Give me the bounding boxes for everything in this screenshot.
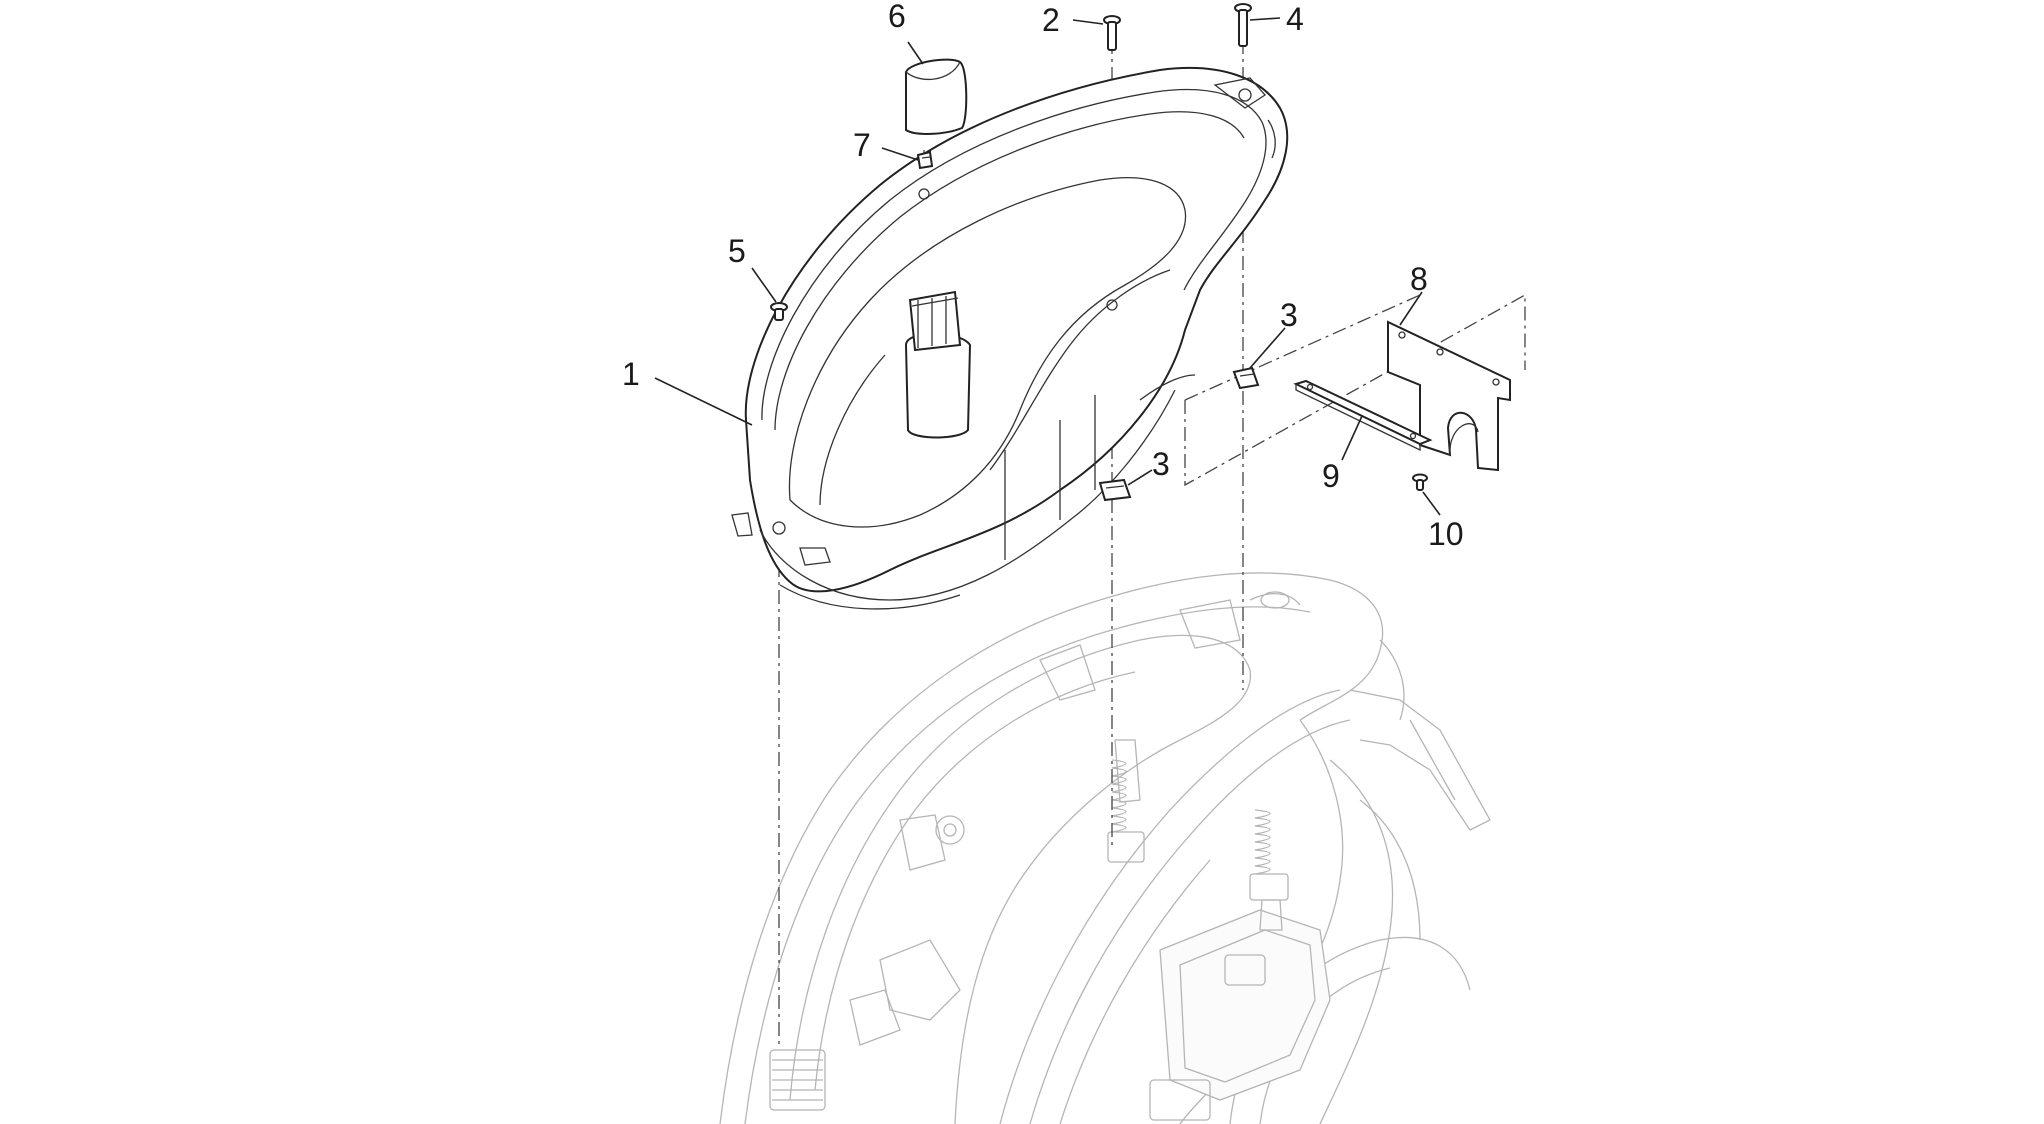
part-3-nut-upper	[1232, 366, 1260, 390]
callout-2: 2	[1042, 2, 1060, 38]
part-7-clip	[916, 150, 934, 170]
part-2-screw	[1103, 15, 1121, 51]
part-6-cap	[905, 58, 968, 135]
callout-8: 8	[1410, 261, 1428, 297]
front-grille	[769, 1049, 826, 1111]
part-3-nut-lower	[1098, 478, 1132, 502]
part-5-screw	[770, 302, 788, 321]
part-8-cover-plate	[1387, 320, 1511, 472]
leader-lines	[654, 17, 1441, 516]
callout-6: 6	[888, 0, 906, 34]
shock-absorber-right	[1249, 809, 1289, 931]
callout-5: 5	[728, 233, 746, 269]
callout-labels: 1 2 3 3 4 5 6 7 8 9 10	[622, 0, 1464, 552]
inner-divider-bracket	[904, 290, 972, 439]
callout-3-upper: 3	[1280, 297, 1298, 333]
callout-4: 4	[1286, 1, 1304, 37]
callout-9: 9	[1322, 458, 1340, 494]
part-10-screw	[1412, 473, 1428, 491]
callout-7: 7	[853, 127, 871, 163]
part-4-screw	[1234, 3, 1252, 47]
part-9-strip-bracket	[1293, 379, 1433, 452]
scooter-frame-ghost	[719, 572, 1491, 1124]
part-1-helmet-compartment	[731, 66, 1289, 610]
callout-3-lower: 3	[1152, 446, 1170, 482]
callout-1: 1	[622, 356, 640, 392]
callout-10: 10	[1428, 516, 1464, 552]
shock-absorber-left	[1107, 739, 1145, 863]
